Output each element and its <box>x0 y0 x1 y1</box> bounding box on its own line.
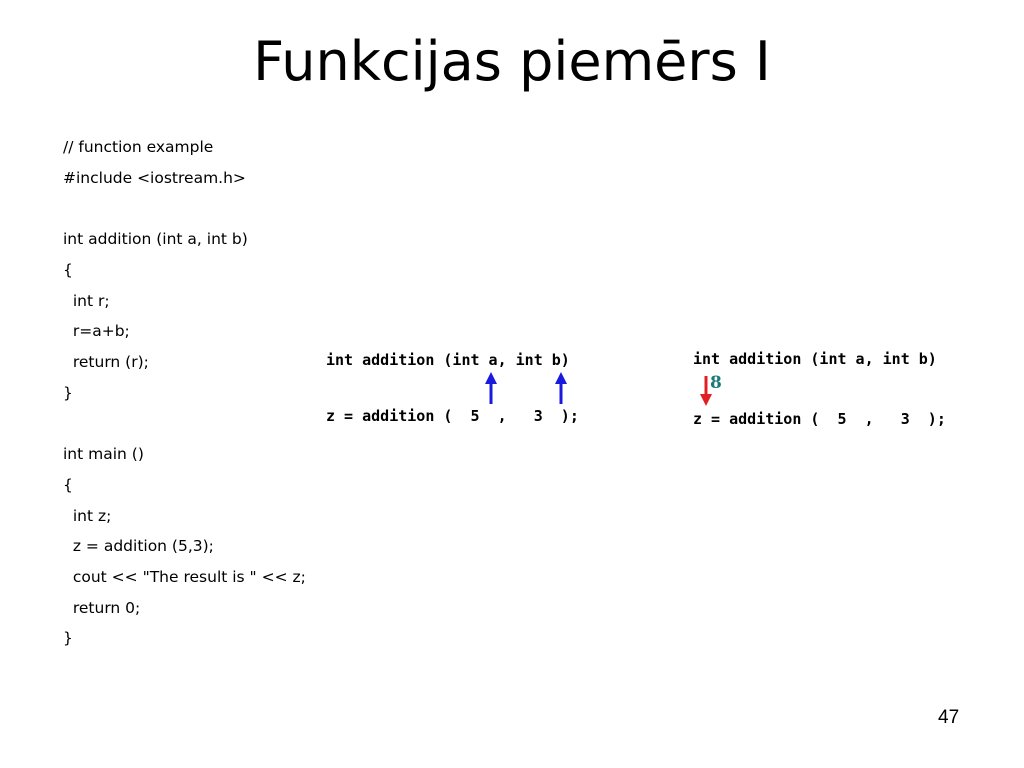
code-line: { <box>63 261 73 279</box>
code-line: { <box>63 476 73 494</box>
return-value-label: 8 <box>710 373 722 393</box>
code-line: #include <iostream.h> <box>63 169 246 187</box>
function-call-text: z = addition ( 5 , 3 ); <box>693 410 946 428</box>
code-line: int main () <box>63 445 144 463</box>
code-line: cout << "The result is " << z; <box>63 568 306 586</box>
code-line: int r; <box>63 292 110 310</box>
code-line: return (r); <box>63 353 149 371</box>
code-line: int z; <box>63 507 112 525</box>
page-number: 47 <box>938 707 960 728</box>
code-line: } <box>63 384 73 402</box>
code-line: } <box>63 629 73 647</box>
function-definition-text: int addition (int a, int b) <box>693 350 937 368</box>
code-line: // function example <box>63 138 214 156</box>
code-line: r=a+b; <box>63 322 130 340</box>
function-call-text: z = addition ( 5 , 3 ); <box>326 407 579 425</box>
code-line: int addition (int a, int b) <box>63 230 248 248</box>
code-line: z = addition (5,3); <box>63 537 214 555</box>
slide-title: Funkcijas piemērs I <box>253 30 771 93</box>
function-definition-text: int addition (int a, int b) <box>326 351 570 369</box>
code-line: return 0; <box>63 599 141 617</box>
